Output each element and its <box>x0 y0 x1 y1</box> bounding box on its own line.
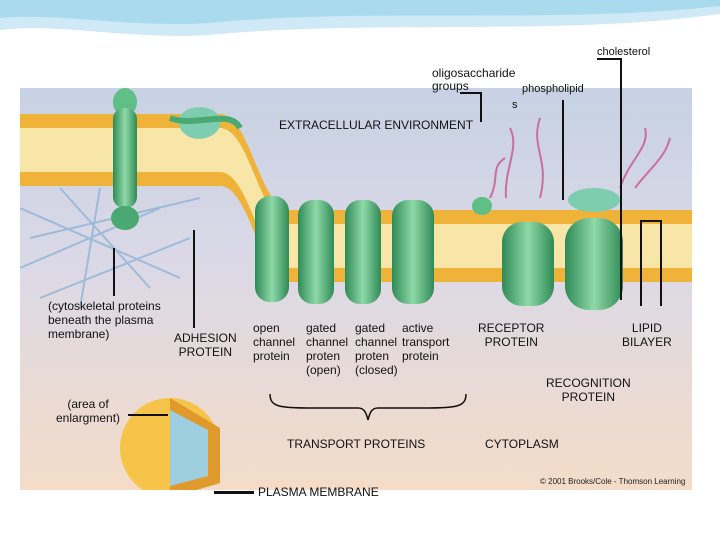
lipid-bilayer-bracket-top <box>640 220 662 222</box>
area-enlargement-label: (area of enlargment) <box>56 397 121 425</box>
adhesion-label: ADHESION PROTEIN <box>174 331 237 359</box>
oligosaccharide-leader-h <box>460 92 482 94</box>
svg-text:© 2001 Brooks/Cole - Thomson L: © 2001 Brooks/Cole - Thomson Learning <box>540 477 685 486</box>
enlargement-leader <box>128 414 168 416</box>
recognition-label: RECOGNITION PROTEIN <box>546 376 631 404</box>
receptor-label: RECEPTOR PROTEIN <box>478 321 545 349</box>
lipid-bilayer-label: LIPID BILAYER <box>622 321 672 349</box>
transport-proteins-label: TRANSPORT PROTEINS <box>287 437 426 451</box>
phospholipid-leader <box>562 100 564 200</box>
phospholipid-label-line1: phospholipid <box>522 83 584 95</box>
cytoskeletal-label: (cytoskeletal proteins beneath the plasm… <box>48 299 161 341</box>
oligosaccharide-leader <box>480 92 482 122</box>
gated-open-label: gated channel proten (open) <box>306 321 349 377</box>
oligosaccharide-label-line1: oligosaccharide <box>432 66 516 80</box>
plasma-membrane-illustration: © 2001 Brooks/Cole - Thomson Learning <box>20 88 692 490</box>
lipid-bilayer-bracket-v1 <box>640 220 642 306</box>
cytoskeletal-leader <box>113 248 115 296</box>
active-transport-label: active transport protein <box>402 321 450 363</box>
oligosaccharide-label-line2: groups <box>432 79 469 93</box>
lipid-bilayer-bracket-v2 <box>660 220 662 306</box>
transport-proteins-brace <box>269 393 467 421</box>
extracellular-label: EXTRACELLULAR ENVIRONMENT <box>279 118 474 132</box>
cholesterol-leader <box>620 60 622 300</box>
adhesion-leader <box>193 230 195 328</box>
cholesterol-leader-top <box>597 58 622 60</box>
plasma-membrane-leader <box>214 491 254 494</box>
open-channel-label: open channel protein <box>253 321 296 363</box>
phospholipid-label-line2: s <box>512 99 518 111</box>
plasma-membrane-label: PLASMA MEMBRANE <box>258 485 379 499</box>
gated-closed-label: gated channel proten (closed) <box>355 321 398 377</box>
cytoplasm-label: CYTOPLASM <box>485 437 559 451</box>
cholesterol-label: cholesterol <box>597 46 651 58</box>
header-wave-decoration <box>0 0 720 36</box>
